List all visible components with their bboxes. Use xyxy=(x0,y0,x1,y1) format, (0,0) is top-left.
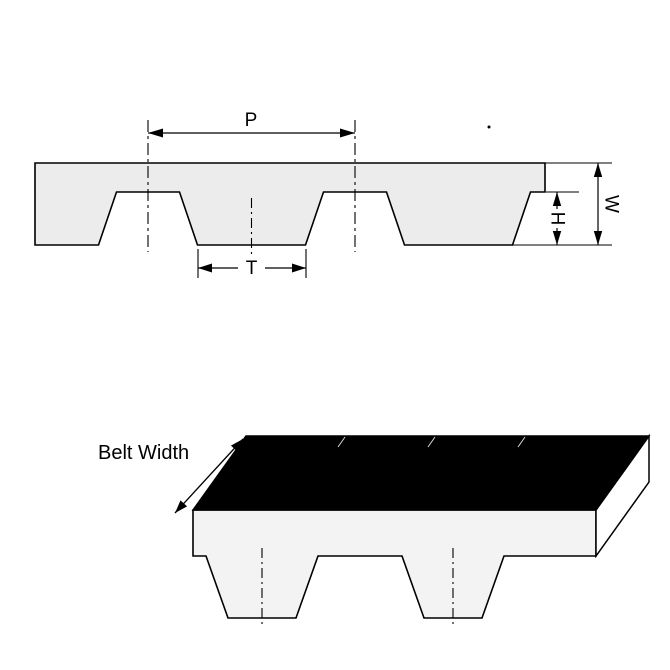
pitch-arrowhead-right-icon xyxy=(340,128,355,138)
belt-thickness-arrowhead-top-icon xyxy=(593,163,603,177)
belt-profile-outline xyxy=(34,162,546,246)
cross-section-view: P T H W xyxy=(34,110,622,279)
tooth-height-dimension: H xyxy=(547,192,568,245)
perspective-view: Belt Width xyxy=(98,433,651,628)
tooth-width-dimension: T xyxy=(197,249,307,279)
belt-thickness-arrowhead-bottom-icon xyxy=(593,231,603,245)
belt-width-arrowhead-top-icon xyxy=(230,439,243,452)
pitch-label: P xyxy=(245,110,258,131)
top-surface-tick-3 xyxy=(517,436,526,448)
tooth-width-arrowhead-left-icon xyxy=(198,263,212,273)
belt-thickness-dimension: W xyxy=(593,163,622,245)
tooth-height-arrowhead-top-icon xyxy=(552,192,562,206)
stray-dot xyxy=(487,125,491,129)
pitch-arrowhead-left-icon xyxy=(148,128,163,138)
top-surface-tick-2 xyxy=(427,436,436,448)
tooth-height-arrowhead-bottom-icon xyxy=(552,231,562,245)
tooth-width-label: T xyxy=(246,258,258,279)
tooth-height-label: H xyxy=(547,212,568,226)
belt-width-arrowhead-bottom-icon xyxy=(175,500,188,513)
belt-width-arrow-line xyxy=(174,438,244,514)
belt-top-surface xyxy=(191,435,651,511)
belt-front-face xyxy=(192,509,597,619)
belt-width-label: Belt Width xyxy=(98,442,189,464)
top-surface-tick-1 xyxy=(337,436,346,448)
pitch-dimension: P xyxy=(148,110,355,138)
tooth-width-arrowhead-right-icon xyxy=(292,263,306,273)
belt-width-dimension: Belt Width xyxy=(98,438,244,514)
belt-thickness-label: W xyxy=(601,195,622,213)
